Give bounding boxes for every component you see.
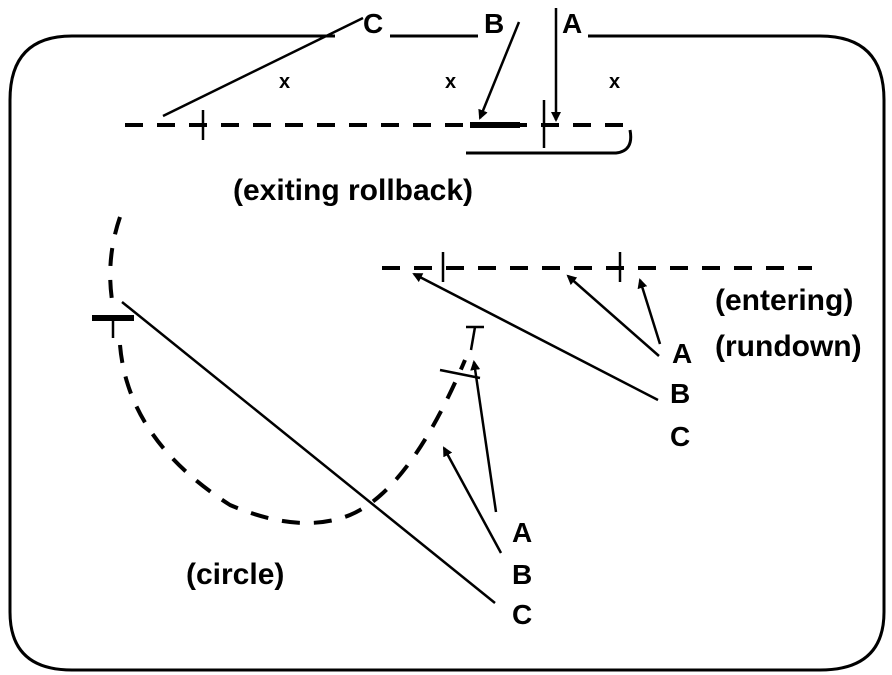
top-label-a: A	[562, 8, 582, 39]
top-label-c: C	[363, 8, 383, 39]
right-label-b: B	[670, 378, 690, 409]
right-label-c: C	[670, 421, 690, 452]
position-mark-2: x	[445, 71, 456, 93]
circle-track	[92, 216, 484, 525]
top-b-pointer-arrow	[478, 21, 521, 120]
right-c-pointer-arrow	[412, 272, 659, 402]
caption-entering: (entering)	[715, 284, 853, 317]
top-c-pointer-line	[162, 16, 364, 118]
entering-rundown-track	[382, 252, 812, 282]
right-label-a: A	[672, 338, 692, 369]
circle-b-pointer-arrow	[442, 446, 503, 554]
caption-circle: (circle)	[186, 558, 284, 591]
right-a-pointer-arrow	[637, 278, 662, 345]
circle-label-c: C	[512, 599, 532, 630]
position-mark-3: x	[609, 71, 620, 93]
circle-a-pointer-arrow	[470, 360, 498, 513]
caption-rundown: (rundown)	[715, 330, 862, 363]
exiting-rollback-track	[125, 100, 633, 155]
top-label-b: B	[484, 8, 504, 39]
circle-label-b: B	[512, 559, 532, 590]
circle-label-a: A	[512, 517, 532, 548]
right-b-pointer-arrow	[566, 274, 660, 357]
caption-exiting-rollback: (exiting rollback)	[233, 174, 473, 207]
circle-c-pointer-line	[121, 301, 496, 604]
position-mark-1: x	[279, 71, 290, 93]
display-frame	[8, 34, 886, 672]
